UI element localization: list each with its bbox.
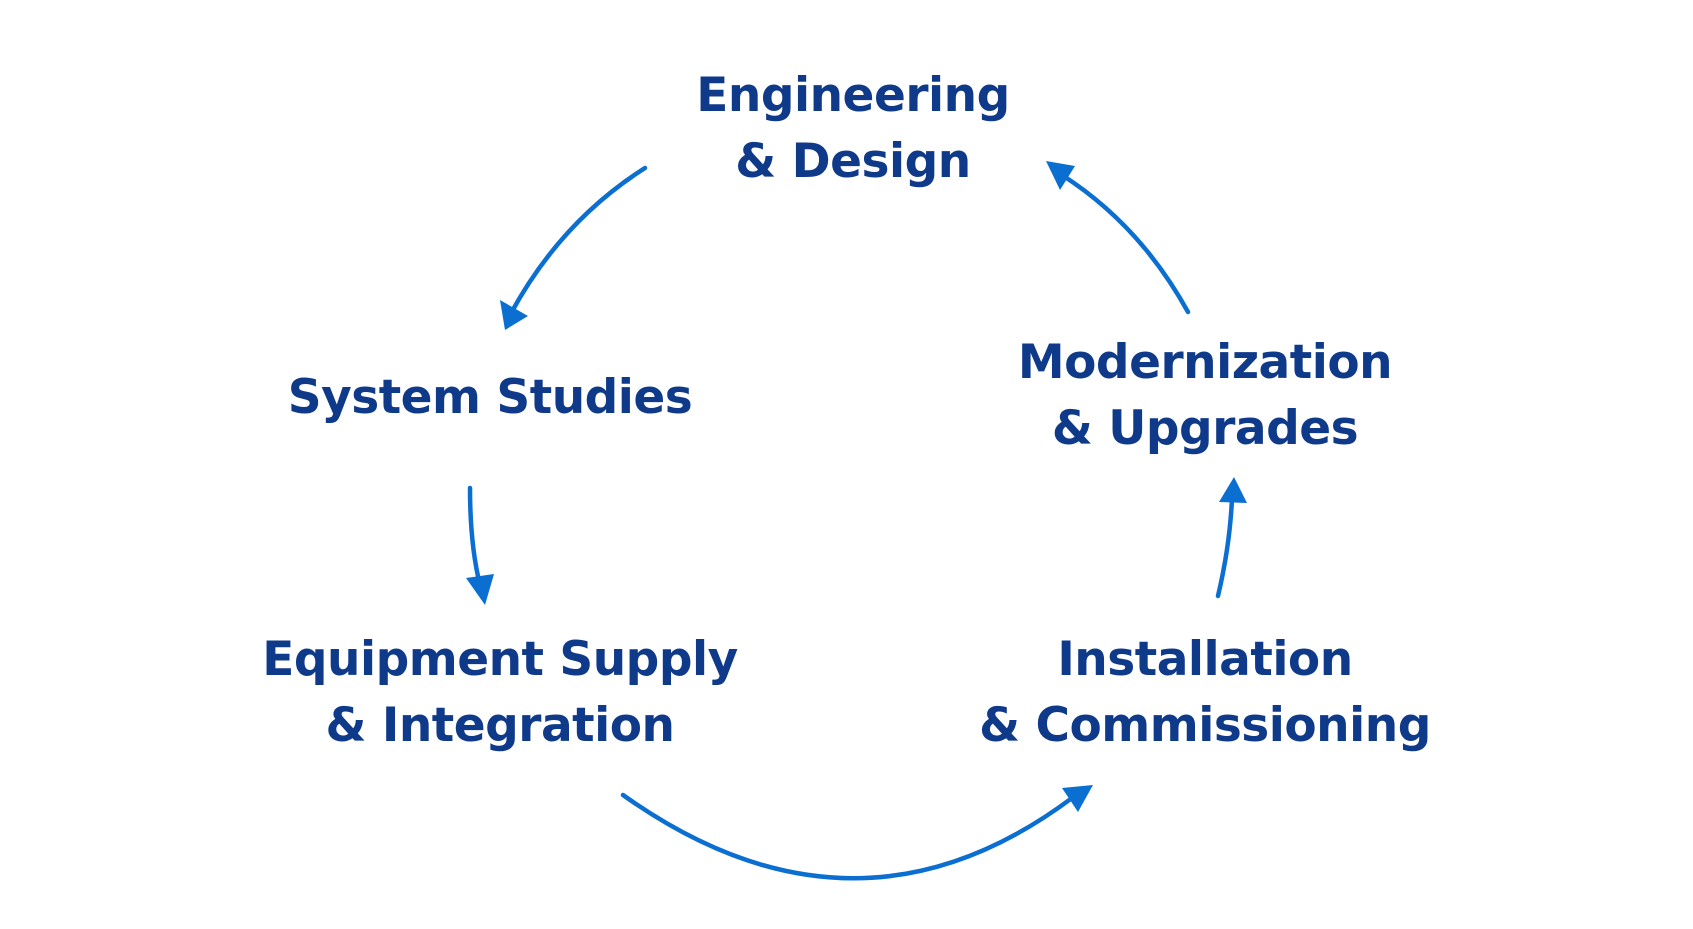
arrow-system-studies-to-equipment [467, 485, 483, 588]
node-equipment-supply: Equipment Supply & Integration [240, 627, 760, 759]
node-installation-line2: & Commissioning [979, 698, 1431, 753]
node-engineering-design: Engineering & Design [648, 63, 1058, 195]
node-modernization-line2: & Upgrades [1051, 401, 1359, 456]
node-installation-commissioning: Installation & Commissioning [965, 627, 1445, 759]
node-engineering-line2: & Design [735, 134, 971, 189]
node-equipment-line1: Equipment Supply [262, 632, 738, 687]
arrow-installation-to-modernization [1215, 495, 1235, 599]
arrow-modernization-to-engineering [1059, 172, 1191, 315]
node-system-studies-line1: System Studies [287, 370, 693, 425]
node-modernization-line1: Modernization [1017, 335, 1393, 390]
arrow-head-installation [1062, 785, 1093, 812]
node-engineering-line1: Engineering [696, 68, 1010, 123]
arrow-head-system-studies [500, 300, 528, 330]
arrow-engineering-to-system-studies [507, 165, 648, 318]
arrow-head-engineering [1046, 161, 1075, 190]
node-installation-line1: Installation [1057, 632, 1353, 687]
node-system-studies: System Studies [255, 365, 725, 431]
arrow-head-modernization [1219, 477, 1247, 503]
arrow-equipment-to-installation [620, 792, 1075, 881]
node-equipment-line2: & Integration [325, 698, 675, 753]
arrow-head-equipment [466, 574, 494, 605]
node-modernization-upgrades: Modernization & Upgrades [1000, 330, 1410, 462]
